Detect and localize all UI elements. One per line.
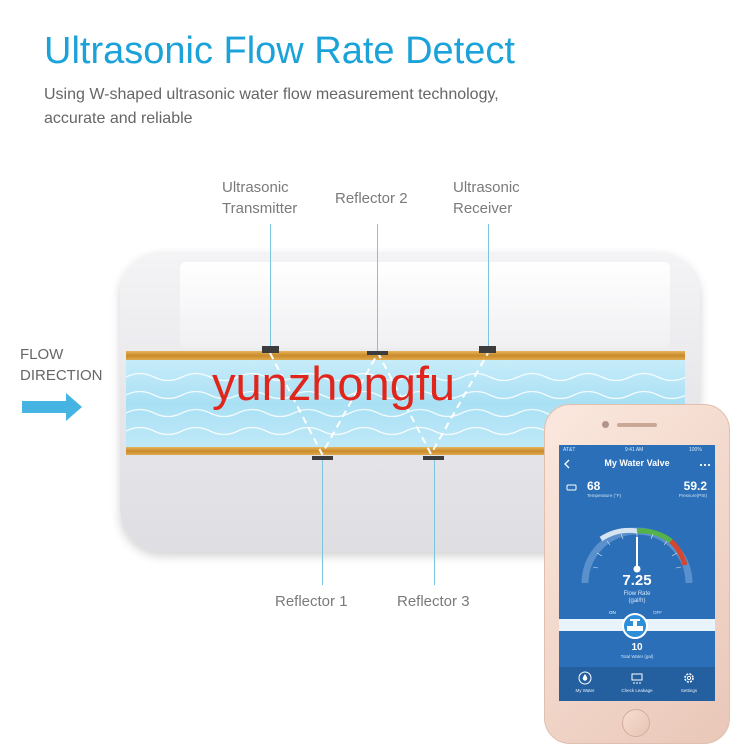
leader-transmitter: [270, 224, 271, 348]
valve-on-label: ON: [609, 610, 616, 615]
label-reflector-1: Reflector 1: [275, 593, 348, 610]
label-reflector-2: Reflector 2: [335, 190, 408, 207]
valve-off-label: OFF: [653, 610, 662, 615]
flow-rate-label-line1: Flow Rate: [623, 591, 651, 597]
label-transmitter: Ultrasonic Transmitter: [222, 177, 297, 219]
status-carrier: AT&T: [563, 447, 576, 453]
leader-receiver: [488, 224, 489, 348]
tab-check-leakage-label: Check Leakage: [621, 688, 653, 693]
flow-rate-gauge: [581, 527, 693, 584]
label-receiver: Ultrasonic Receiver: [453, 177, 520, 219]
status-time: 9:41 AM: [625, 447, 644, 453]
page-title: Ultrasonic Flow Rate Detect: [44, 30, 515, 72]
status-bar: AT&T 9:41 AM 100%: [559, 447, 715, 455]
temperature-value: 68: [587, 479, 601, 493]
label-reflector-3: Reflector 3: [397, 593, 470, 610]
pressure-value: 59.2: [683, 479, 707, 493]
temperature-label: Temperature (°F): [587, 493, 622, 498]
app-title: My Water Valve: [604, 458, 670, 468]
phone-home-button[interactable]: [622, 709, 650, 737]
reflector-1-plate: [312, 456, 333, 460]
flow-rate-label-line2: (gal/h): [628, 598, 646, 604]
total-water-label: Total Water (gal): [620, 654, 654, 659]
ultrasonic-receiver-sensor: [479, 346, 496, 353]
total-water-value: 10: [631, 642, 643, 653]
ultrasonic-transmitter-sensor: [262, 346, 279, 353]
status-battery: 100%: [689, 447, 702, 453]
tab-my-water[interactable]: My Water: [559, 667, 611, 701]
pressure-readout: 59.2 Pressure(PSI): [667, 479, 707, 498]
phone-screen: AT&T 9:41 AM 100% My Water Valve 68 Temp…: [559, 445, 715, 701]
valve-icon: [627, 619, 643, 631]
label-transmitter-line1: Ultrasonic: [222, 179, 289, 196]
app-tab-bar: My Water Check Leakage Settings: [559, 667, 715, 701]
leader-reflector-2: [377, 224, 378, 352]
subtitle-line-1: Using W-shaped ultrasonic water flow mea…: [44, 86, 499, 103]
flow-rate-label: Flow Rate (gal/h): [559, 591, 715, 605]
phone-earpiece: [617, 423, 657, 427]
flow-direction-arrow-icon: [22, 393, 82, 421]
flow-direction-label: FLOW DIRECTION: [20, 344, 103, 386]
leader-reflector-3: [434, 460, 435, 585]
pressure-label: Pressure(PSI): [678, 493, 707, 498]
tab-settings[interactable]: Settings: [663, 667, 715, 701]
tab-settings-label: Settings: [680, 688, 698, 693]
thermometer-icon: [566, 484, 577, 491]
tab-check-leakage[interactable]: Check Leakage: [611, 667, 663, 701]
flow-direction-line2: DIRECTION: [20, 367, 103, 384]
leader-reflector-1: [322, 460, 323, 585]
smartphone: AT&T 9:41 AM 100% My Water Valve 68 Temp…: [544, 404, 730, 744]
label-transmitter-line2: Transmitter: [222, 200, 298, 217]
subtitle-line-2: accurate and reliable: [44, 110, 193, 127]
more-menu-icon[interactable]: [699, 463, 711, 467]
flow-rate-value: 7.25: [622, 572, 652, 589]
back-chevron-icon[interactable]: [563, 459, 571, 469]
watermark-text: yunzhongfu: [212, 357, 456, 410]
temperature-readout: 68 Temperature (°F): [587, 479, 621, 498]
reflector-3-plate: [423, 456, 444, 460]
reflector-2-plate: [367, 351, 388, 355]
valve-toggle-knob[interactable]: [622, 613, 648, 639]
label-receiver-line1: Ultrasonic: [453, 179, 520, 196]
leakage-icon: [631, 673, 643, 684]
water-drop-icon: [578, 671, 592, 685]
flow-direction-line1: FLOW: [20, 346, 64, 363]
app-nav-bar: My Water Valve: [559, 455, 715, 473]
tab-my-water-label: My Water: [575, 688, 595, 693]
phone-camera: [602, 421, 609, 428]
gear-icon: [684, 673, 694, 683]
label-receiver-line2: Receiver: [453, 200, 513, 217]
